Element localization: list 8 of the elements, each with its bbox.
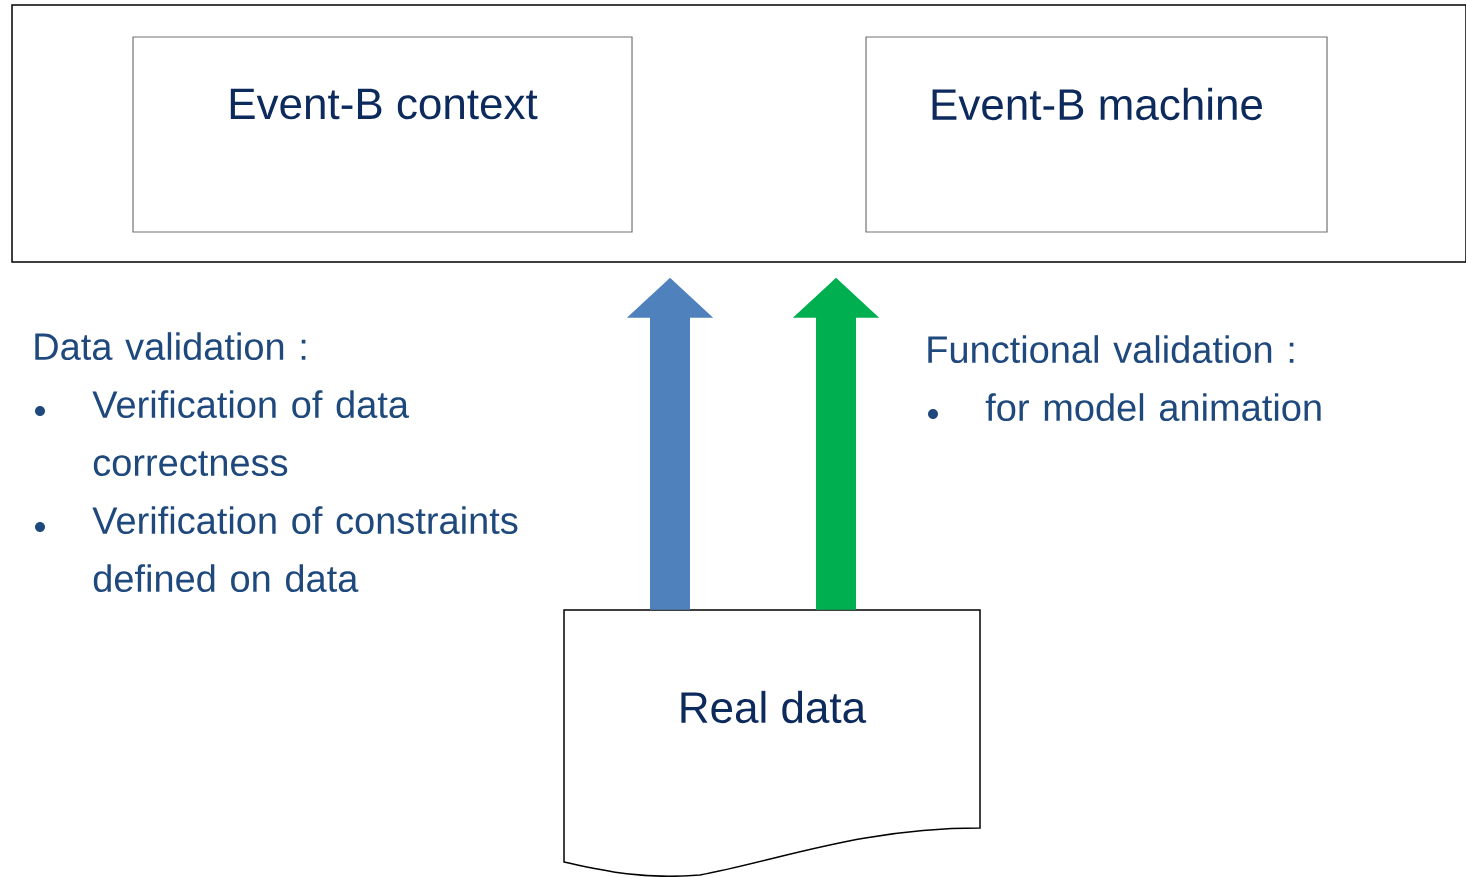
box: Event-B machine xyxy=(865,36,1328,233)
box: Event-B context xyxy=(132,36,633,233)
container-box xyxy=(11,4,1466,263)
bullet-text: Verification of data correctness xyxy=(92,390,410,477)
heading-text: Functional validation : xyxy=(928,335,1294,364)
bullet-text: for model animation xyxy=(985,393,1321,422)
heading-text: Data validation : xyxy=(35,332,306,361)
bullet-text: Verification of constraints defined on data xyxy=(92,506,518,593)
